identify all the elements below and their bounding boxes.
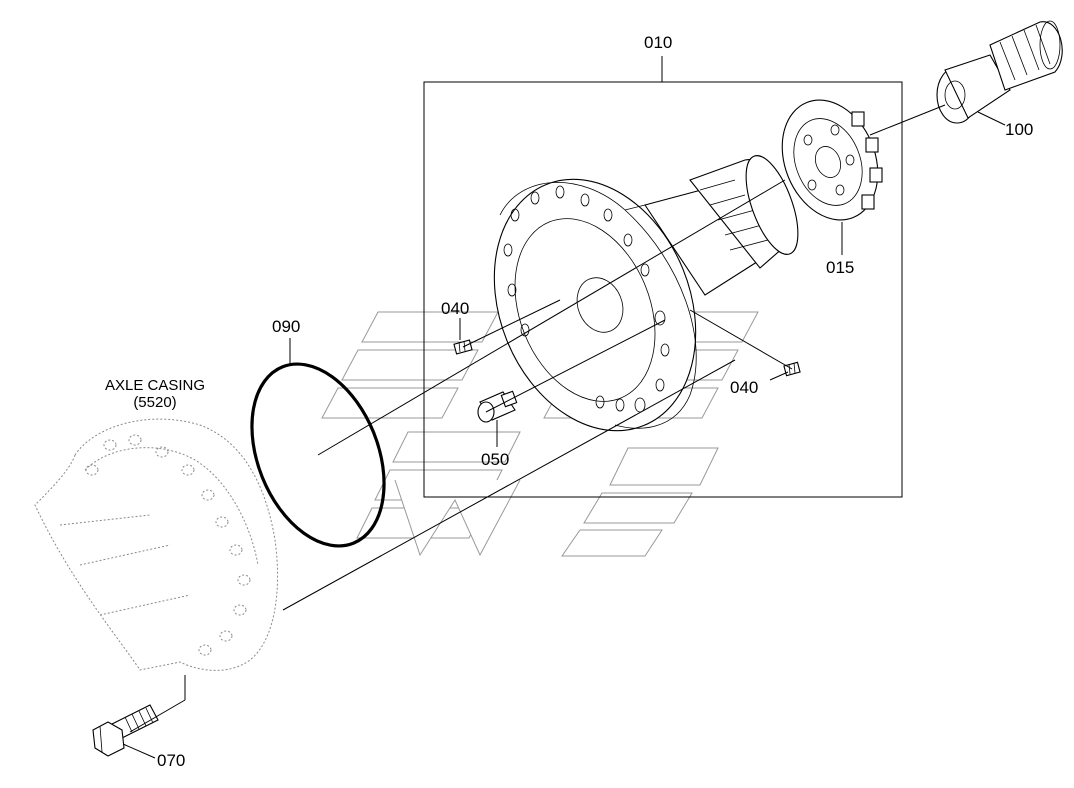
- axle-casing-outline: [34, 418, 279, 671]
- callout-040-left: 040: [441, 299, 469, 318]
- callout-010: 010: [644, 33, 672, 52]
- callout-090: 090: [272, 317, 300, 336]
- drive-shaft-100: [936, 20, 1063, 124]
- hub-carrier: [493, 155, 799, 432]
- callout-100: 100: [1005, 120, 1033, 139]
- callout-040-right: 040: [730, 378, 758, 397]
- assembly-frame-010: [423, 81, 903, 498]
- axle-casing-ref: (5520): [133, 394, 176, 411]
- axle-casing-label: AXLE CASING: [105, 377, 205, 394]
- callout-070: 070: [157, 751, 185, 770]
- o-ring-090: [250, 362, 386, 548]
- leader-lines: [122, 104, 1006, 759]
- callout-015: 015: [826, 258, 854, 277]
- spider-015: [781, 99, 883, 221]
- bolt-070: [92, 704, 159, 757]
- callout-050: 050: [481, 450, 509, 469]
